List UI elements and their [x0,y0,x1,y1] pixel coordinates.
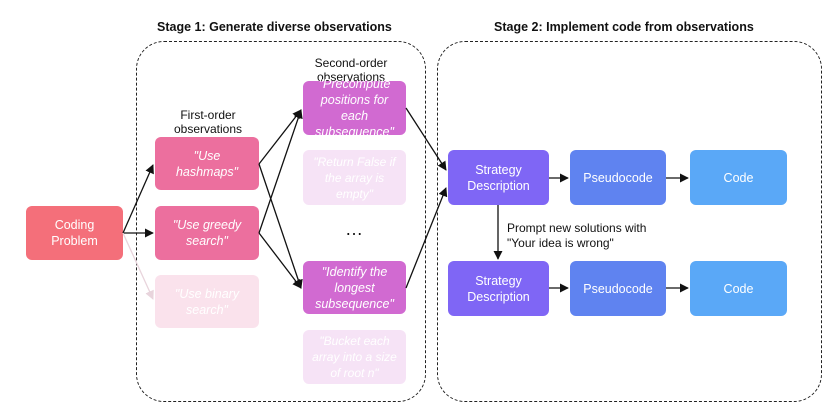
stage1-container [136,41,426,402]
strategy-description-node-2: Strategy Description [448,261,549,316]
arrow-problem-to-binary [122,232,154,300]
code-label: Code [723,281,754,296]
first-order-text: "Use greedy search" [172,218,242,248]
pseudocode-label: Pseudocode [583,281,653,296]
arrow-precompute-to-strategy [405,107,447,171]
arrow-hashmaps-to-longest [258,163,303,289]
strategy-label: Strategy Description [467,162,530,193]
coding-problem-label: Coding Problem [51,218,98,248]
stage1-title: Stage 1: Generate diverse observations [157,20,392,34]
second-order-text: "Precompute positions for each subsequen… [315,77,394,139]
second-order-text: "Return False if the array is empty" [313,154,396,201]
arrow-longest-to-strategy [405,187,448,289]
first-order-node-greedy: "Use greedy search" [155,206,259,260]
first-order-label: First-order observations [173,108,243,136]
arrow-hashmaps-to-precompute [258,109,302,165]
first-order-text: "Use binary search" [174,286,240,317]
prompt-text: Prompt new solutions with "Your idea is … [507,221,646,251]
arrow-greedy-to-longest [258,232,302,289]
code-node-1: Code [690,150,787,205]
ellipsis: … [345,219,363,239]
coding-problem-node: Coding Problem [26,206,123,260]
first-order-node-binary: "Use binary search" [155,275,259,328]
first-order-text: "Use hashmaps" [175,148,239,179]
stage2-title: Stage 2: Implement code from observation… [494,20,754,34]
second-order-node-return-false: "Return False if the array is empty" [303,150,406,205]
stage2-container [437,41,822,402]
strategy-label: Strategy Description [467,273,530,304]
second-order-node-longest: "Identify the longest subsequence" [303,261,406,314]
second-order-text: "Identify the longest subsequence" [315,264,394,311]
first-order-node-hashmaps: "Use hashmaps" [155,137,259,190]
pseudocode-label: Pseudocode [583,170,653,185]
strategy-description-node-1: Strategy Description [448,150,549,205]
prompt-line-2: "Your idea is wrong" [507,236,614,250]
second-order-text: "Bucket each array into a size of root n… [312,334,397,380]
prompt-line-1: Prompt new solutions with [507,221,647,235]
code-label: Code [723,170,754,185]
second-order-label: Second-order observations [314,56,388,84]
second-order-node-precompute: "Precompute positions for each subsequen… [303,77,406,139]
pseudocode-node-2: Pseudocode [570,261,666,316]
arrow-problem-to-hashmaps [122,164,154,234]
second-order-node-bucket: "Bucket each array into a size of root n… [303,330,406,384]
code-node-2: Code [690,261,787,316]
arrow-greedy-to-precompute [258,109,303,234]
pseudocode-node-1: Pseudocode [570,150,666,205]
